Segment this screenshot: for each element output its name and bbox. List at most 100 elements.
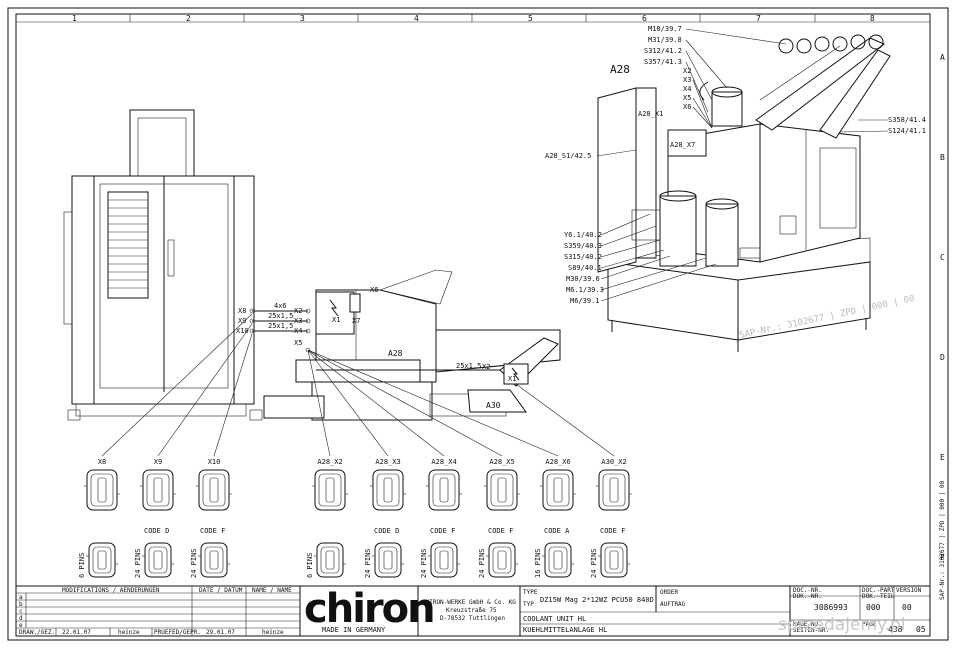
svg-text:M31/39.8: M31/39.8 bbox=[648, 36, 682, 44]
title-en: COOLANT UNIT HL bbox=[523, 615, 586, 623]
svg-text:X2: X2 bbox=[683, 67, 691, 75]
svg-text:B: B bbox=[940, 153, 945, 162]
svg-text:DATE / DATUM: DATE / DATUM bbox=[199, 587, 243, 594]
svg-text:22.01.07: 22.01.07 bbox=[62, 629, 91, 636]
connector-pins: 24 PINS bbox=[134, 548, 142, 578]
connector-code: CODE A bbox=[544, 527, 570, 535]
svg-text:DRAW./GEZ.: DRAW./GEZ. bbox=[19, 629, 55, 636]
coolant-unit-drawing bbox=[597, 34, 891, 352]
connector-label: X10 bbox=[208, 458, 221, 466]
connector-label: A28_X3 bbox=[375, 458, 400, 466]
connector-pins: 6 PINS bbox=[78, 553, 86, 578]
svg-text:M6.1/39.3: M6.1/39.3 bbox=[566, 286, 604, 294]
svg-text:heinze: heinze bbox=[118, 629, 140, 636]
svg-text:E: E bbox=[940, 453, 945, 462]
svg-text:d: d bbox=[19, 615, 23, 622]
svg-text:A: A bbox=[940, 53, 945, 62]
side-watermark: SAP-Nr.: 3102677 | ZPD | 000 | 00 bbox=[939, 480, 946, 600]
svg-text:6: 6 bbox=[642, 14, 647, 23]
connector-code: CODE D bbox=[374, 527, 399, 535]
svg-text:AUFTRAG: AUFTRAG bbox=[660, 601, 686, 608]
svg-text:X5: X5 bbox=[683, 94, 691, 102]
svg-text:M10/39.7: M10/39.7 bbox=[648, 25, 682, 33]
cable-ends: X2 X3 X4 bbox=[294, 307, 302, 335]
grid-numbers: 1 2 3 4 5 6 7 8 bbox=[72, 14, 875, 23]
svg-text:X3: X3 bbox=[683, 76, 691, 84]
doc-version: 00 bbox=[902, 603, 912, 612]
svg-text:DOK.-TEIL: DOK.-TEIL bbox=[862, 593, 895, 600]
connector-pins: 24 PINS bbox=[364, 548, 372, 578]
connector-label: X9 bbox=[154, 458, 162, 466]
title-block bbox=[15, 585, 931, 637]
a30-name: A30 bbox=[486, 401, 501, 410]
a28-name: A28 bbox=[388, 349, 403, 358]
svg-text:4x6: 4x6 bbox=[274, 302, 287, 310]
svg-text:S357/41.3: S357/41.3 bbox=[644, 58, 682, 66]
svg-text:C: C bbox=[940, 253, 945, 262]
cabinet-ports: X8 X9 X10 bbox=[236, 307, 249, 335]
svg-text:TYP: TYP bbox=[523, 601, 534, 608]
svg-text:1: 1 bbox=[72, 14, 77, 23]
outer-frame bbox=[7, 7, 949, 641]
a30-x1: X1 bbox=[508, 375, 516, 383]
a28-x6: X6 bbox=[370, 286, 378, 294]
connector-code: CODE F bbox=[488, 527, 513, 535]
svg-text:DOC.-NR.: DOC.-NR. bbox=[793, 587, 822, 594]
page-number-2: 05 bbox=[916, 625, 926, 634]
connector-pins: 24 PINS bbox=[478, 548, 486, 578]
doc-part: 000 bbox=[866, 603, 881, 612]
svg-text:c: c bbox=[19, 608, 23, 615]
connector-code: CODE D bbox=[144, 527, 169, 535]
connector-x8: X8 6 PINS bbox=[78, 458, 120, 578]
a30-cable: 25x1,5 bbox=[456, 362, 481, 370]
svg-text:25x1,5: 25x1,5 bbox=[268, 322, 293, 330]
cable-specs: 4x6 25x1,5 25x1,5 bbox=[268, 302, 293, 330]
type-value: DZ15W Mag 2*12WZ PCU50 840D bbox=[540, 596, 654, 604]
connector-label: A28_X5 bbox=[489, 458, 514, 466]
company-logo: chiron bbox=[304, 586, 434, 632]
svg-text:M30/39.6: M30/39.6 bbox=[566, 275, 600, 283]
connector-code: CODE F bbox=[600, 527, 625, 535]
svg-text:X2: X2 bbox=[294, 307, 302, 315]
doc-number: 3086993 bbox=[814, 603, 848, 612]
svg-text:Y6.1/40.2: Y6.1/40.2 bbox=[564, 231, 602, 239]
svg-text:Kreuzstraße 75: Kreuzstraße 75 bbox=[446, 607, 497, 614]
a28-x1-label: A28_X1 bbox=[638, 110, 663, 118]
svg-text:PAGE-NO.: PAGE-NO. bbox=[793, 621, 822, 628]
a28-s1-label: A28_S1/42.5 bbox=[545, 152, 591, 160]
svg-text:X3: X3 bbox=[294, 317, 302, 325]
svg-text:a: a bbox=[19, 594, 23, 601]
a28-x7: X7 bbox=[352, 317, 360, 325]
connector-code: CODE F bbox=[200, 527, 225, 535]
svg-text:X4: X4 bbox=[683, 85, 691, 93]
page-number: 438 bbox=[888, 625, 903, 634]
svg-text:TYPE: TYPE bbox=[523, 589, 538, 596]
svg-text:M6/39.1: M6/39.1 bbox=[570, 297, 600, 305]
svg-text:PRUEFED/GEPR.: PRUEFED/GEPR. bbox=[154, 629, 201, 636]
made-in-germany: MADE IN GERMANY bbox=[322, 626, 386, 634]
connector-label: X8 bbox=[98, 458, 106, 466]
a30-x2: X2 bbox=[482, 363, 490, 371]
svg-text:4: 4 bbox=[414, 14, 419, 23]
connector-label: A28_X2 bbox=[317, 458, 342, 466]
grid-ticks bbox=[129, 14, 816, 22]
title-de: KUEHLMITTELANLAGE HL bbox=[523, 626, 607, 634]
left-refs: Y6.1/40.2 S359/40.3 S315/40.2 S89/40.1 M… bbox=[564, 231, 604, 305]
svg-text:X10: X10 bbox=[236, 327, 249, 335]
svg-text:3: 3 bbox=[300, 14, 305, 23]
grid-letters: A B C D E F bbox=[940, 53, 945, 562]
svg-text:S89/40.1: S89/40.1 bbox=[568, 264, 602, 272]
svg-text:8: 8 bbox=[870, 14, 875, 23]
a28-x5: X5 bbox=[294, 339, 302, 347]
connector-pins: 16 PINS bbox=[534, 548, 542, 578]
svg-text:DOC.-PART: DOC.-PART bbox=[862, 587, 895, 594]
svg-text:29.01.07: 29.01.07 bbox=[206, 629, 235, 636]
svg-text:D-78532 Tuttlingen: D-78532 Tuttlingen bbox=[440, 615, 505, 622]
